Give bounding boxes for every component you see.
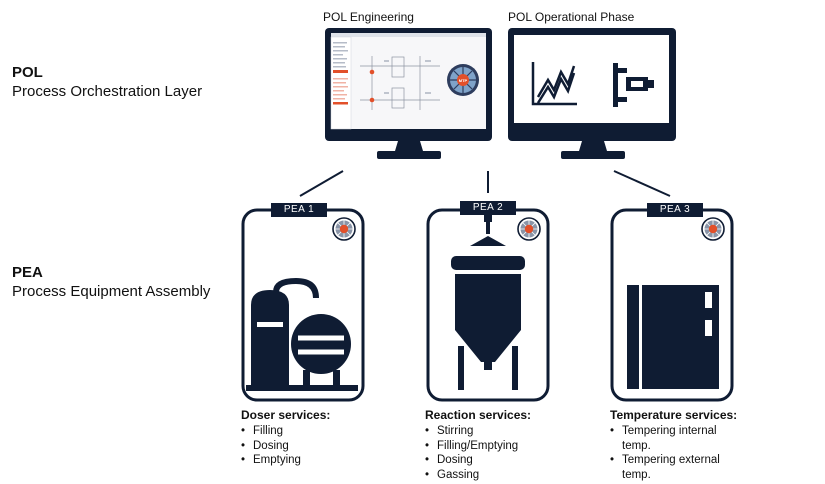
list-item: Tempering external (610, 453, 780, 468)
engineering-monitor (325, 28, 492, 159)
mtp-badge-icon (517, 217, 541, 241)
list-item-continuation: temp. (622, 439, 651, 452)
engineering-badge-text: MTP (459, 78, 468, 83)
engineering-screen (330, 33, 486, 130)
list-item: Gassing (425, 468, 595, 483)
pea2-services-title: Reaction services: (425, 408, 532, 422)
list-item: Stirring (425, 424, 595, 439)
list-item: Dosing (241, 439, 401, 454)
pea1-services: Doser services: Filling Dosing Emptying (241, 408, 401, 468)
pea3-tag: PEA 3 (647, 203, 703, 217)
pea3-services-list: Tempering internal temp. Tempering exter… (610, 424, 780, 482)
trend-chart-icon (531, 62, 577, 106)
pea2-tag: PEA 2 (460, 201, 516, 215)
pol-title: POL (12, 64, 43, 81)
list-item: Emptying (241, 453, 401, 468)
pol-label: POL Process Orchestration Layer (12, 64, 202, 100)
temperature-cabinet-icon (627, 285, 719, 389)
pea3-card (610, 208, 734, 402)
pea2-card (426, 208, 550, 402)
pea2-services-list: Stirring Filling/Emptying Dosing Gassing (425, 424, 595, 482)
list-item: Tempering internal (610, 424, 780, 439)
list-item: Filling (241, 424, 401, 439)
mtp-badge-icon (332, 217, 356, 241)
pea1-services-title: Doser services: (241, 408, 331, 422)
mtp-badge-icon (701, 217, 725, 241)
pol-subtitle: Process Orchestration Layer (12, 83, 203, 100)
pea3-services-title: Temperature services: (610, 408, 738, 422)
pea1-card (241, 208, 365, 402)
pea2-services: Reaction services: Stirring Filling/Empt… (425, 408, 595, 482)
pea1-services-list: Filling Dosing Emptying (241, 424, 401, 468)
operational-monitor-label: POL Operational Phase (508, 10, 635, 24)
mtp-wheel-icon (447, 64, 479, 96)
connector-lines (299, 170, 671, 197)
pea-subtitle: Process Equipment Assembly (12, 283, 211, 300)
pea-title: PEA (12, 264, 43, 281)
reactor-vessel-icon (451, 212, 525, 390)
pea-label: PEA Process Equipment Assembly (12, 264, 210, 300)
pea3-services: Temperature services: Tempering internal… (610, 408, 780, 482)
list-item: Dosing (425, 453, 595, 468)
list-item: Filling/Emptying (425, 439, 595, 454)
list-item-continuation: temp. (622, 468, 651, 481)
plant-tanks-icon (246, 278, 358, 391)
structure-block-icon (613, 63, 654, 107)
pea1-tag: PEA 1 (271, 203, 327, 217)
engineering-monitor-label: POL Engineering (323, 10, 414, 24)
